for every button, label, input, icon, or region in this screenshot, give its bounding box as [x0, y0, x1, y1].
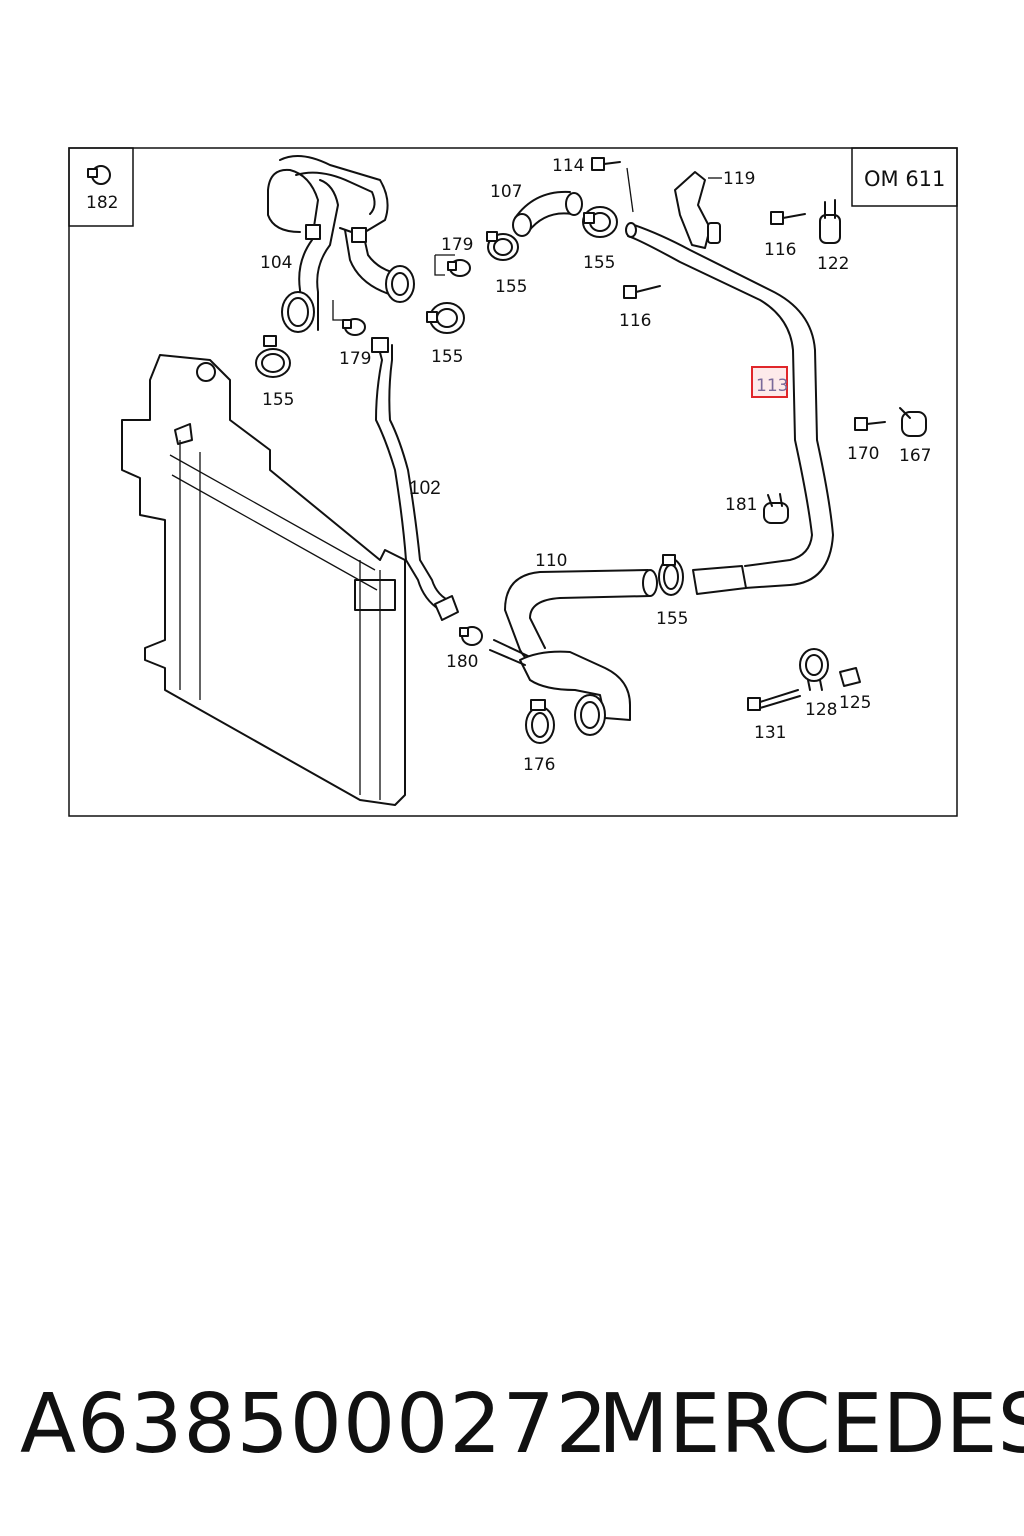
hose-104	[267, 155, 415, 333]
brand-name: MERCEDES	[598, 1377, 1024, 1472]
bolt-116-b-icon	[623, 285, 661, 299]
clip-182-icon	[87, 165, 111, 185]
label-155-a: 155	[262, 390, 294, 410]
radiator	[121, 354, 406, 806]
label-110: 110	[535, 551, 567, 571]
label-155-d: 155	[583, 253, 615, 273]
part-number: A6385000272	[20, 1377, 609, 1472]
label-167: 167	[899, 446, 931, 466]
label-125: 125	[839, 693, 871, 713]
hose-102	[371, 337, 459, 621]
hose-107	[512, 190, 583, 237]
label-122: 122	[817, 254, 849, 274]
clamp-176-icon	[525, 694, 606, 744]
label-180: 180	[446, 652, 478, 672]
label-128: 128	[805, 700, 837, 720]
label-181: 181	[725, 495, 757, 515]
label-116-a: 116	[764, 240, 796, 260]
engine-label: OM 611	[864, 167, 945, 191]
clamp-179-b-icon	[332, 300, 366, 336]
caption: A6385000272 MERCEDES	[0, 1370, 1024, 1480]
label-131: 131	[754, 723, 786, 743]
parts-diagram: 182 OM 611 104 155 179	[68, 147, 958, 817]
label-119: 119	[723, 169, 755, 189]
clip-122-icon	[819, 199, 841, 244]
clamp-155-b-icon	[486, 231, 519, 261]
label-107: 107	[490, 182, 522, 202]
label-179-a: 179	[441, 235, 473, 255]
label-104: 104	[260, 253, 292, 273]
label-179-b: 179	[339, 349, 371, 369]
bolt-131-icon	[747, 689, 801, 711]
hose-110	[489, 569, 658, 721]
label-155-b: 155	[495, 277, 527, 297]
corner-part-box	[68, 147, 134, 227]
clip-167-icon	[899, 407, 927, 437]
label-113: 113	[756, 376, 788, 396]
clamp-155-a-icon	[255, 335, 291, 378]
label-170: 170	[847, 444, 879, 464]
clamp-155-c-icon	[426, 302, 465, 334]
diagram-frame	[68, 147, 958, 817]
clamp-179-a-icon	[434, 254, 471, 277]
label-114: 114	[552, 156, 584, 176]
label-182: 182	[86, 193, 118, 213]
clamp-155-e-icon	[658, 554, 684, 596]
label-116-b: 116	[619, 311, 651, 331]
bolt-170-icon	[854, 417, 886, 431]
label-102: 102	[409, 478, 441, 499]
hose-113	[625, 222, 834, 595]
label-176: 176	[523, 755, 555, 775]
clamp-155-d-icon	[582, 206, 618, 238]
label-155-c: 155	[431, 347, 463, 367]
highlight-box-113	[751, 366, 788, 398]
nut-125-icon	[839, 667, 861, 687]
bolt-114-icon	[591, 157, 634, 213]
engine-label-box	[851, 147, 958, 207]
clamp-180-icon	[459, 626, 483, 646]
clip-128-icon	[799, 648, 829, 691]
bolt-116-a-icon	[770, 211, 806, 225]
label-155-e: 155	[656, 609, 688, 629]
clip-181-icon	[763, 493, 789, 524]
